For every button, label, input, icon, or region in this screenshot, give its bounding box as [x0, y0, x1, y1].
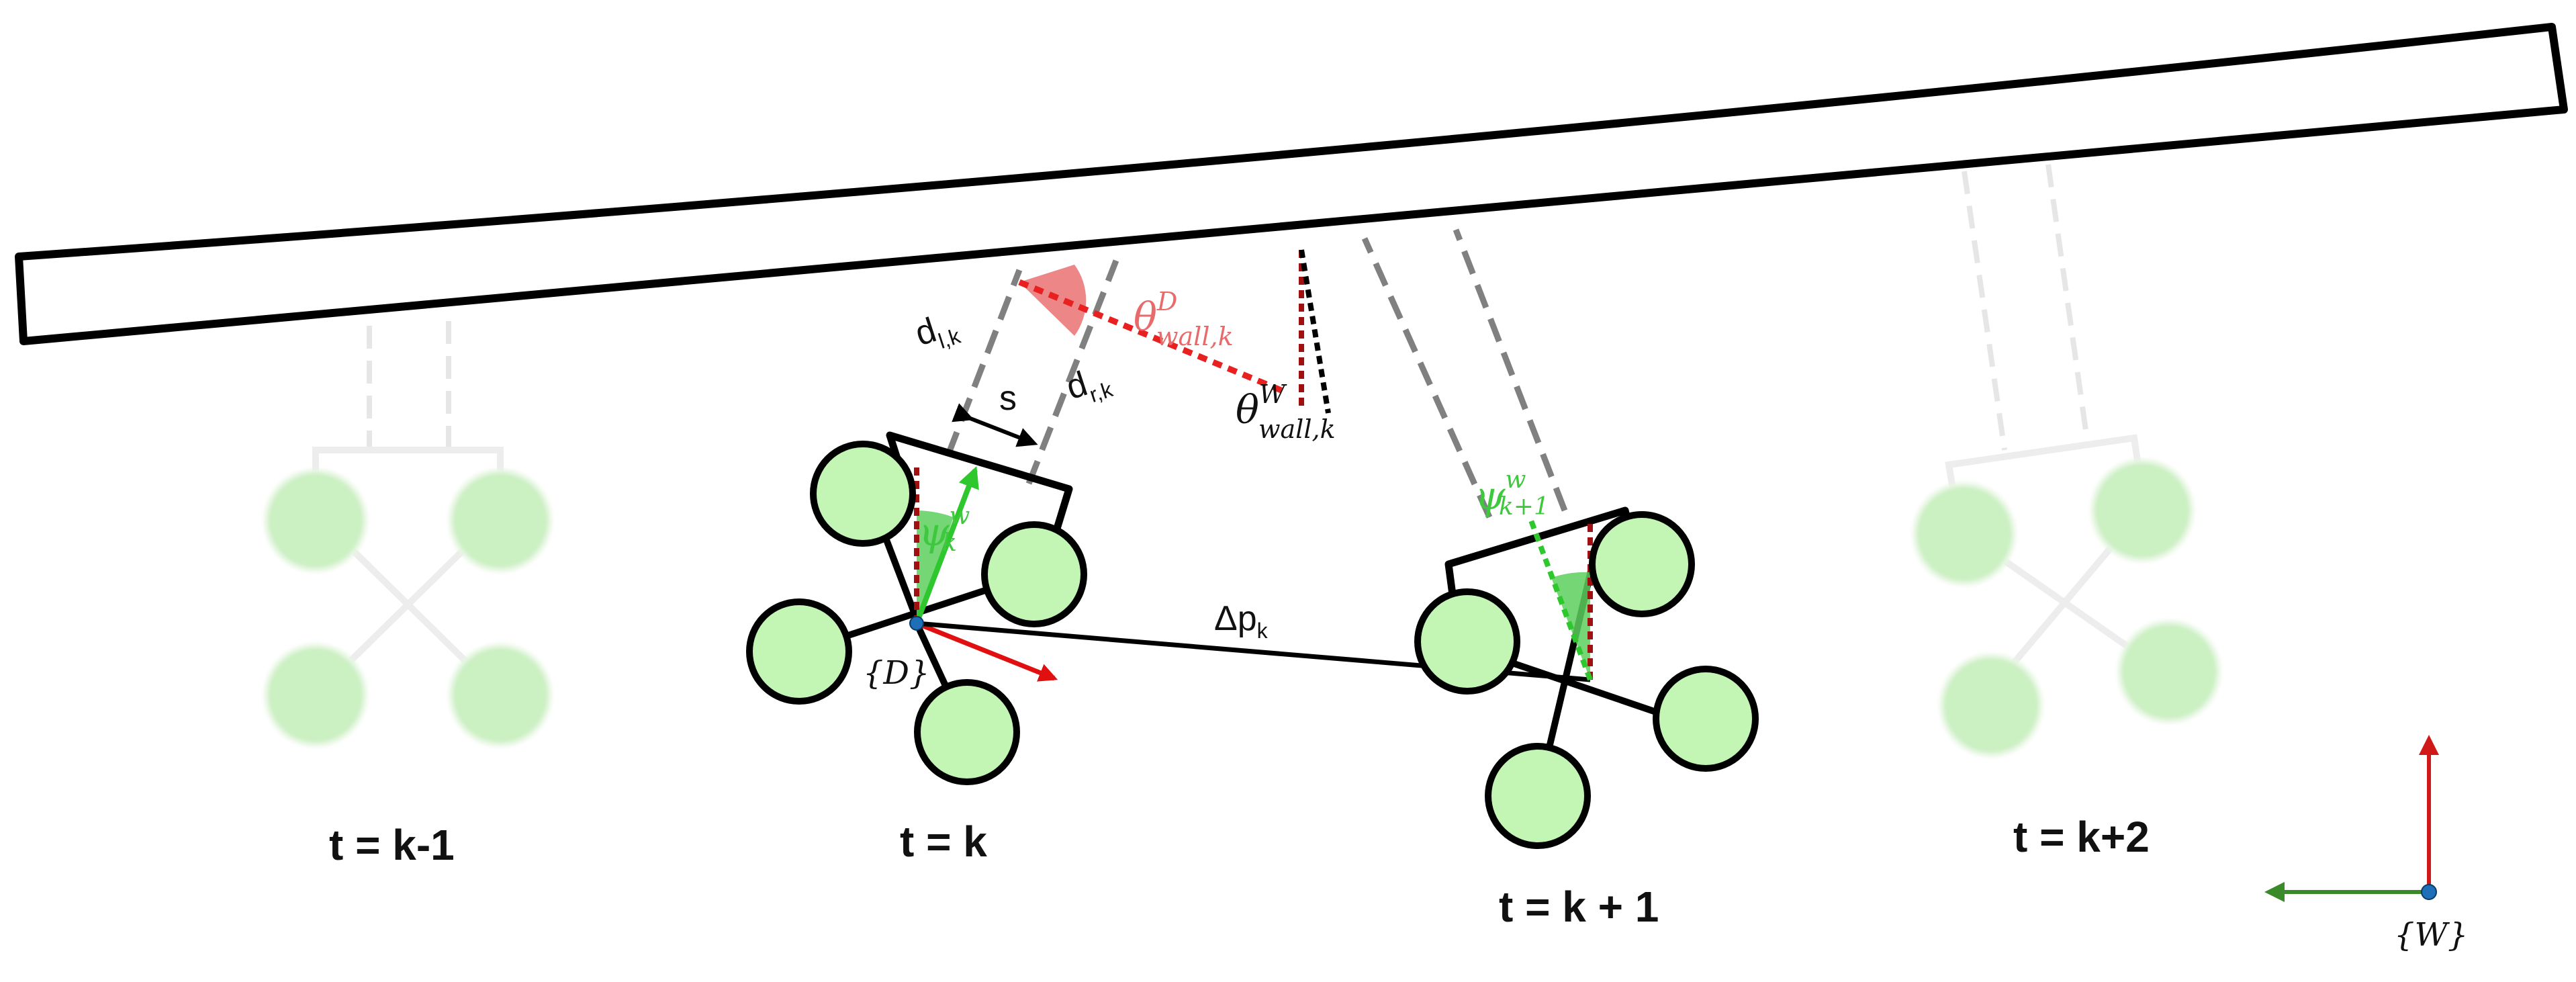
rotor-k1-2: [1589, 511, 1695, 617]
rotors-k-plus-2: [1913, 459, 2221, 757]
rotors-k-minus-1: [264, 469, 552, 747]
world-frame-origin: [2421, 884, 2437, 900]
label-spacing: s: [999, 379, 1017, 418]
label-d-right-sub: r,k: [1087, 377, 1116, 407]
label-theta-d-sub: wall,k: [1156, 322, 1234, 351]
label-theta-d-sup: D: [1156, 287, 1177, 316]
label-time-k-minus-1: t = k-1: [329, 821, 455, 869]
measurement-rays-k-plus-2: [1962, 164, 2090, 451]
label-time-k: t = k: [900, 817, 987, 866]
rotor-k-1: [810, 441, 916, 547]
label-psi-k1-main: ψ: [1475, 473, 1506, 519]
label-delta-p: Δpk: [1214, 599, 1269, 643]
label-theta-w-main: θ: [1236, 387, 1259, 433]
label-d-right: dr,k: [1062, 357, 1116, 413]
label-d-left: dl,k: [911, 304, 964, 359]
psi-k1-line: [1528, 519, 1593, 681]
spacing-arrow: [952, 403, 1038, 447]
label-psi-k1-sup: w: [1505, 466, 1526, 494]
rotor-k1-1: [1414, 588, 1520, 695]
label-psi-k-sub: k: [942, 529, 957, 557]
label-d-left-sub: l,k: [935, 324, 964, 353]
body-x-axis-k: [915, 621, 1058, 682]
rotor-k-4: [914, 679, 1020, 785]
drone-t-k-minus-1: [264, 321, 552, 747]
rotor-k-2: [981, 521, 1087, 627]
label-time-k-plus-1: t = k + 1: [1499, 883, 1659, 931]
rotor-k1-3: [1653, 666, 1759, 772]
ray-d-left: [945, 269, 1023, 456]
drone-t-k-plus-2: [1913, 164, 2221, 757]
measurement-rays-k-minus-1: [367, 321, 451, 450]
theta-w-wall-line: [1299, 249, 1331, 414]
label-theta-w-sub: wall,k: [1258, 414, 1336, 444]
drone-t-k: [746, 259, 1287, 785]
wall: [15, 23, 2568, 345]
label-drone-frame: {D}: [863, 654, 930, 692]
drone-t-k-plus-1: [1299, 228, 1759, 849]
theta-d-wedge: [1019, 265, 1087, 336]
label-theta-w-sup: W: [1259, 380, 1287, 409]
ray-d-right: [1025, 259, 1119, 485]
label-time-k-plus-2: t = k+2: [2013, 813, 2150, 861]
drone-frame-origin: [909, 616, 924, 631]
label-delta-p-sub: k: [1257, 619, 1269, 643]
rotor-k-3: [746, 598, 852, 705]
label-delta-p-main: Δp: [1214, 599, 1257, 638]
label-theta-d-main: θ: [1134, 294, 1157, 340]
world-frame-axes: [2264, 735, 2439, 902]
label-psi-k-main: ψ: [919, 509, 950, 555]
label-world-frame: {W}: [2394, 916, 2468, 954]
ray-k1-left: [1361, 237, 1493, 519]
label-psi-k-sup: w: [949, 502, 970, 530]
ray-k1-right: [1453, 228, 1568, 512]
rotor-k1-4: [1485, 743, 1591, 849]
psi-k-arrow: [914, 466, 979, 625]
label-psi-k1-sub: k+1: [1499, 493, 1549, 521]
